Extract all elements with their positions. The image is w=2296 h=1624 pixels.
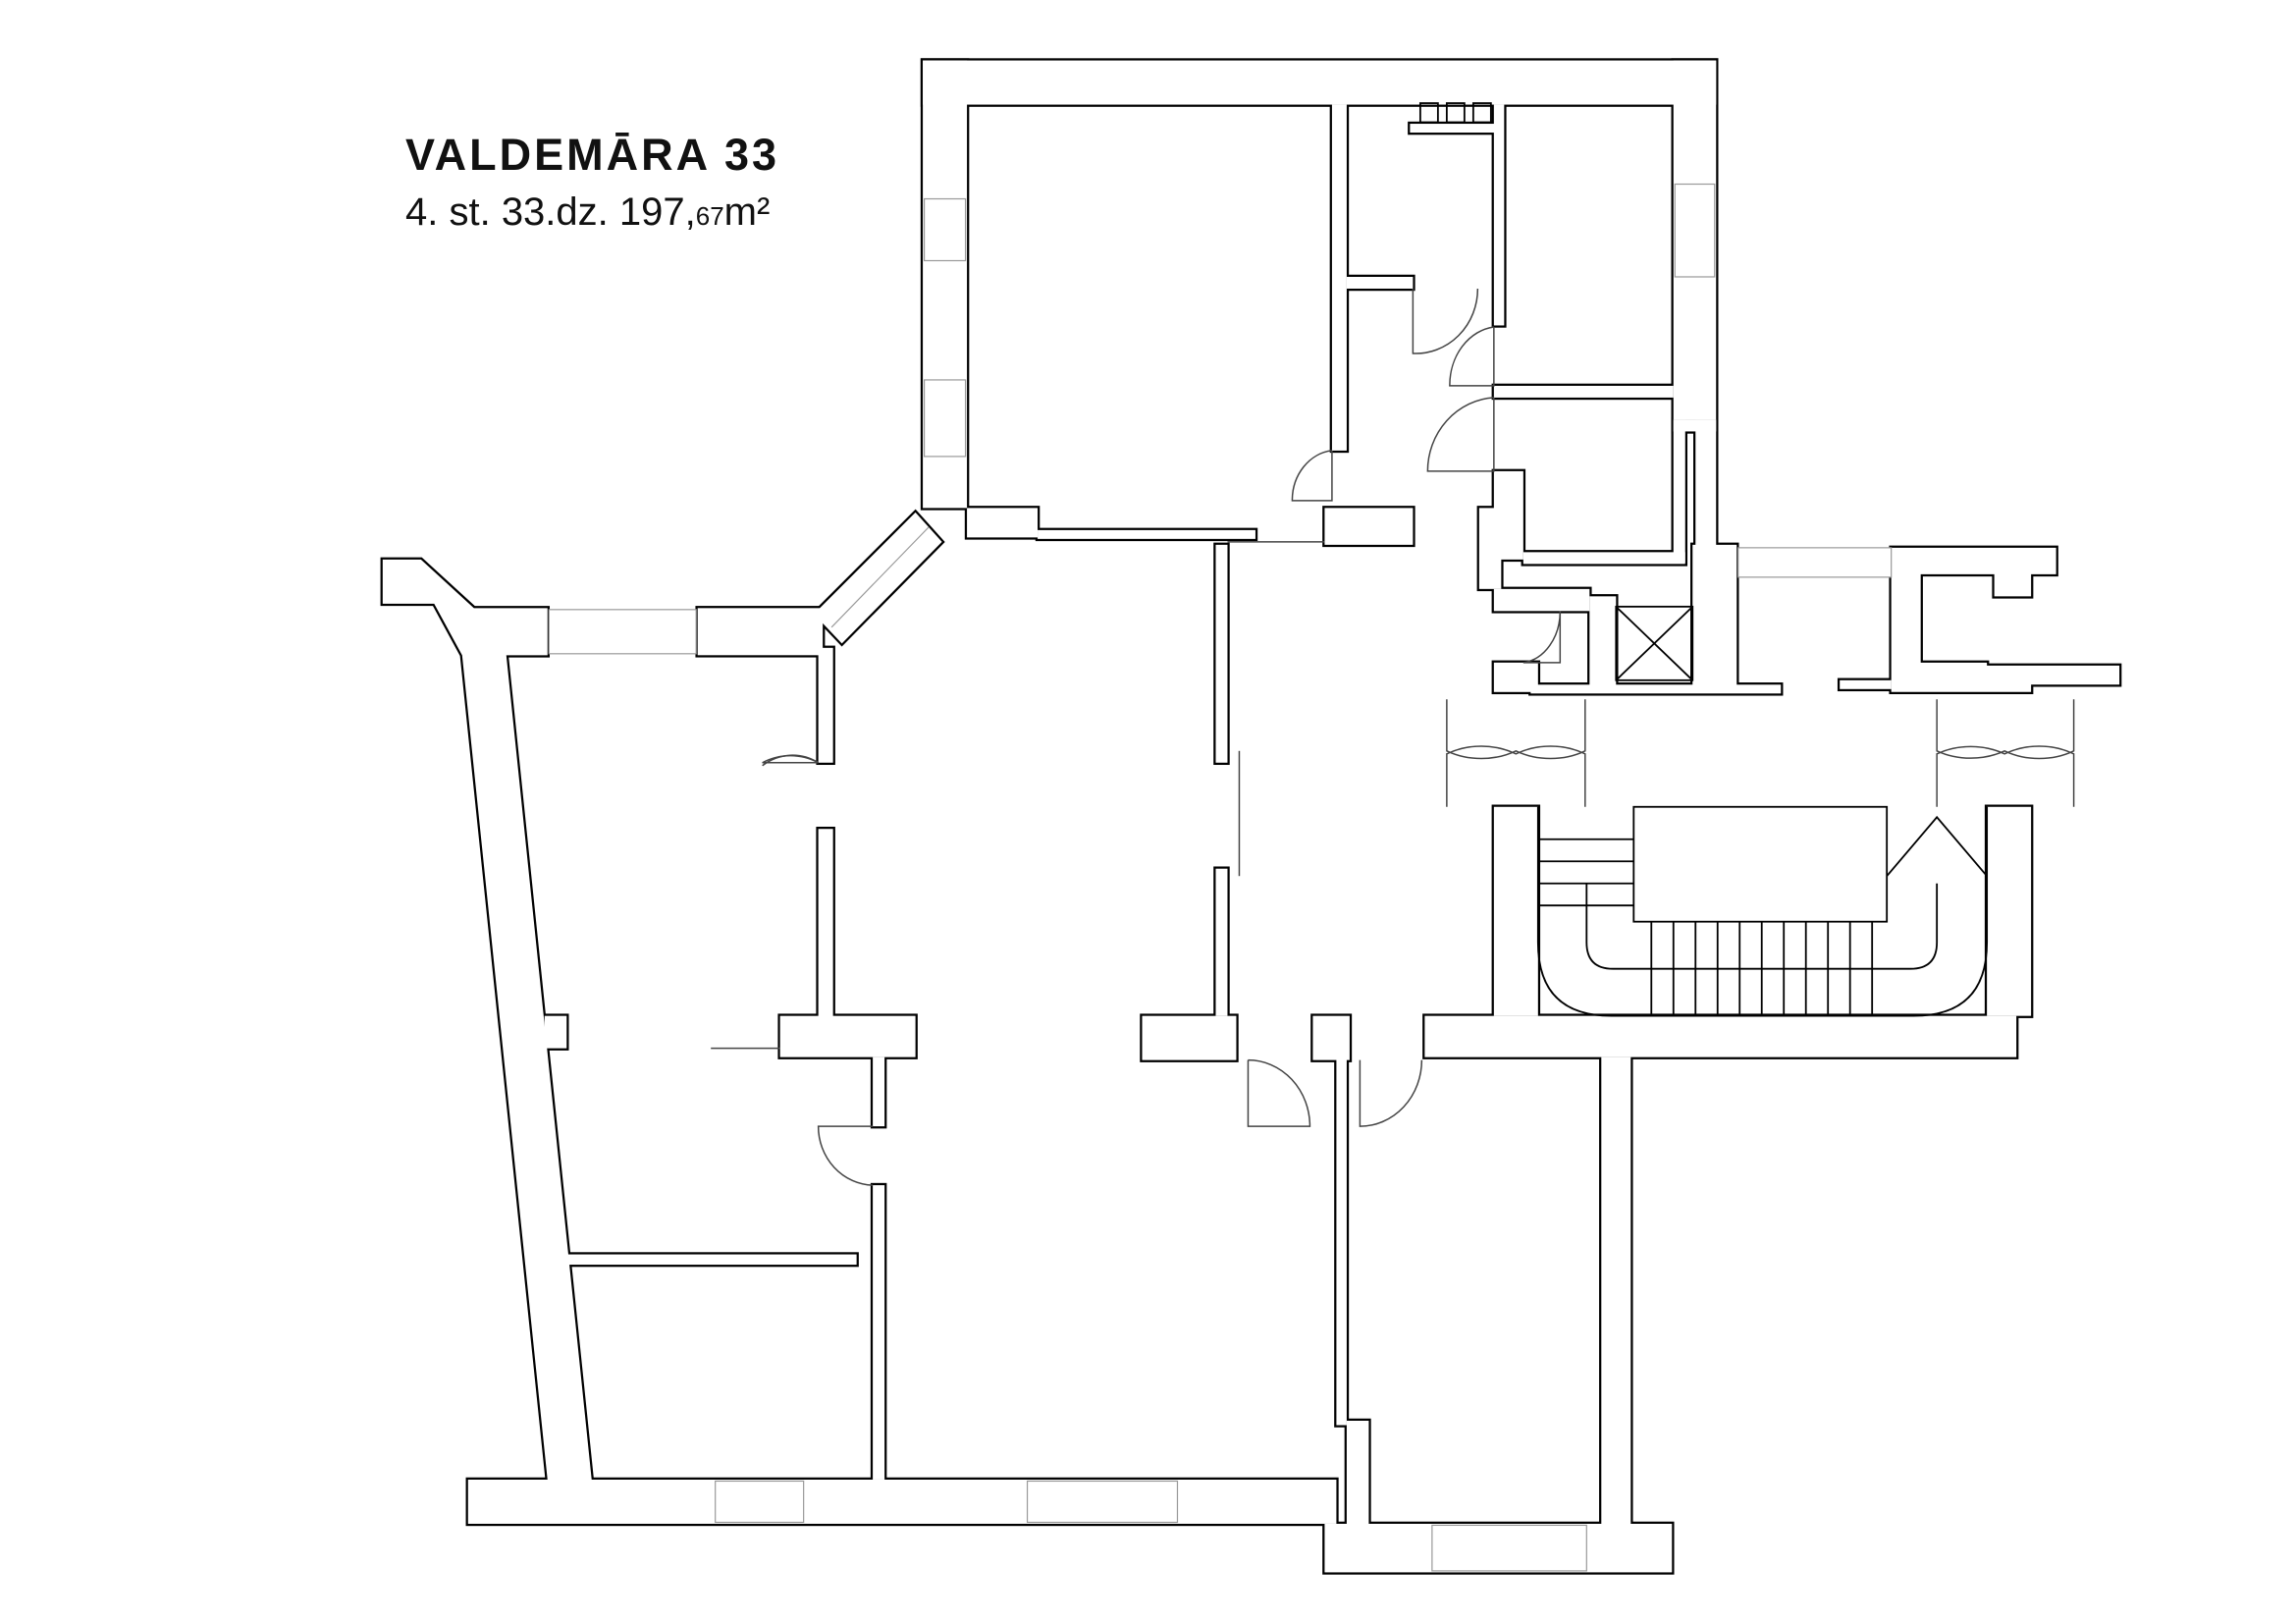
- subtitle-main: 4. st. 33.dz. 197,: [405, 190, 696, 234]
- staircase: [1536, 805, 1989, 1017]
- elevator-shaft: [1615, 605, 1694, 681]
- plan-subtitle: 4. st. 33.dz. 197,67m²: [405, 190, 770, 235]
- wall-fills: [382, 60, 2120, 1573]
- plan-title: VALDEMĀRA 33: [405, 130, 780, 180]
- wall-outlines: [383, 61, 2119, 1573]
- door-swings: [711, 288, 2075, 1186]
- subtitle-area-decimal: 67: [695, 201, 724, 231]
- subtitle-area-unit: m²: [723, 190, 771, 234]
- windows: [548, 183, 1893, 1572]
- vent-boxes: [1418, 102, 1492, 124]
